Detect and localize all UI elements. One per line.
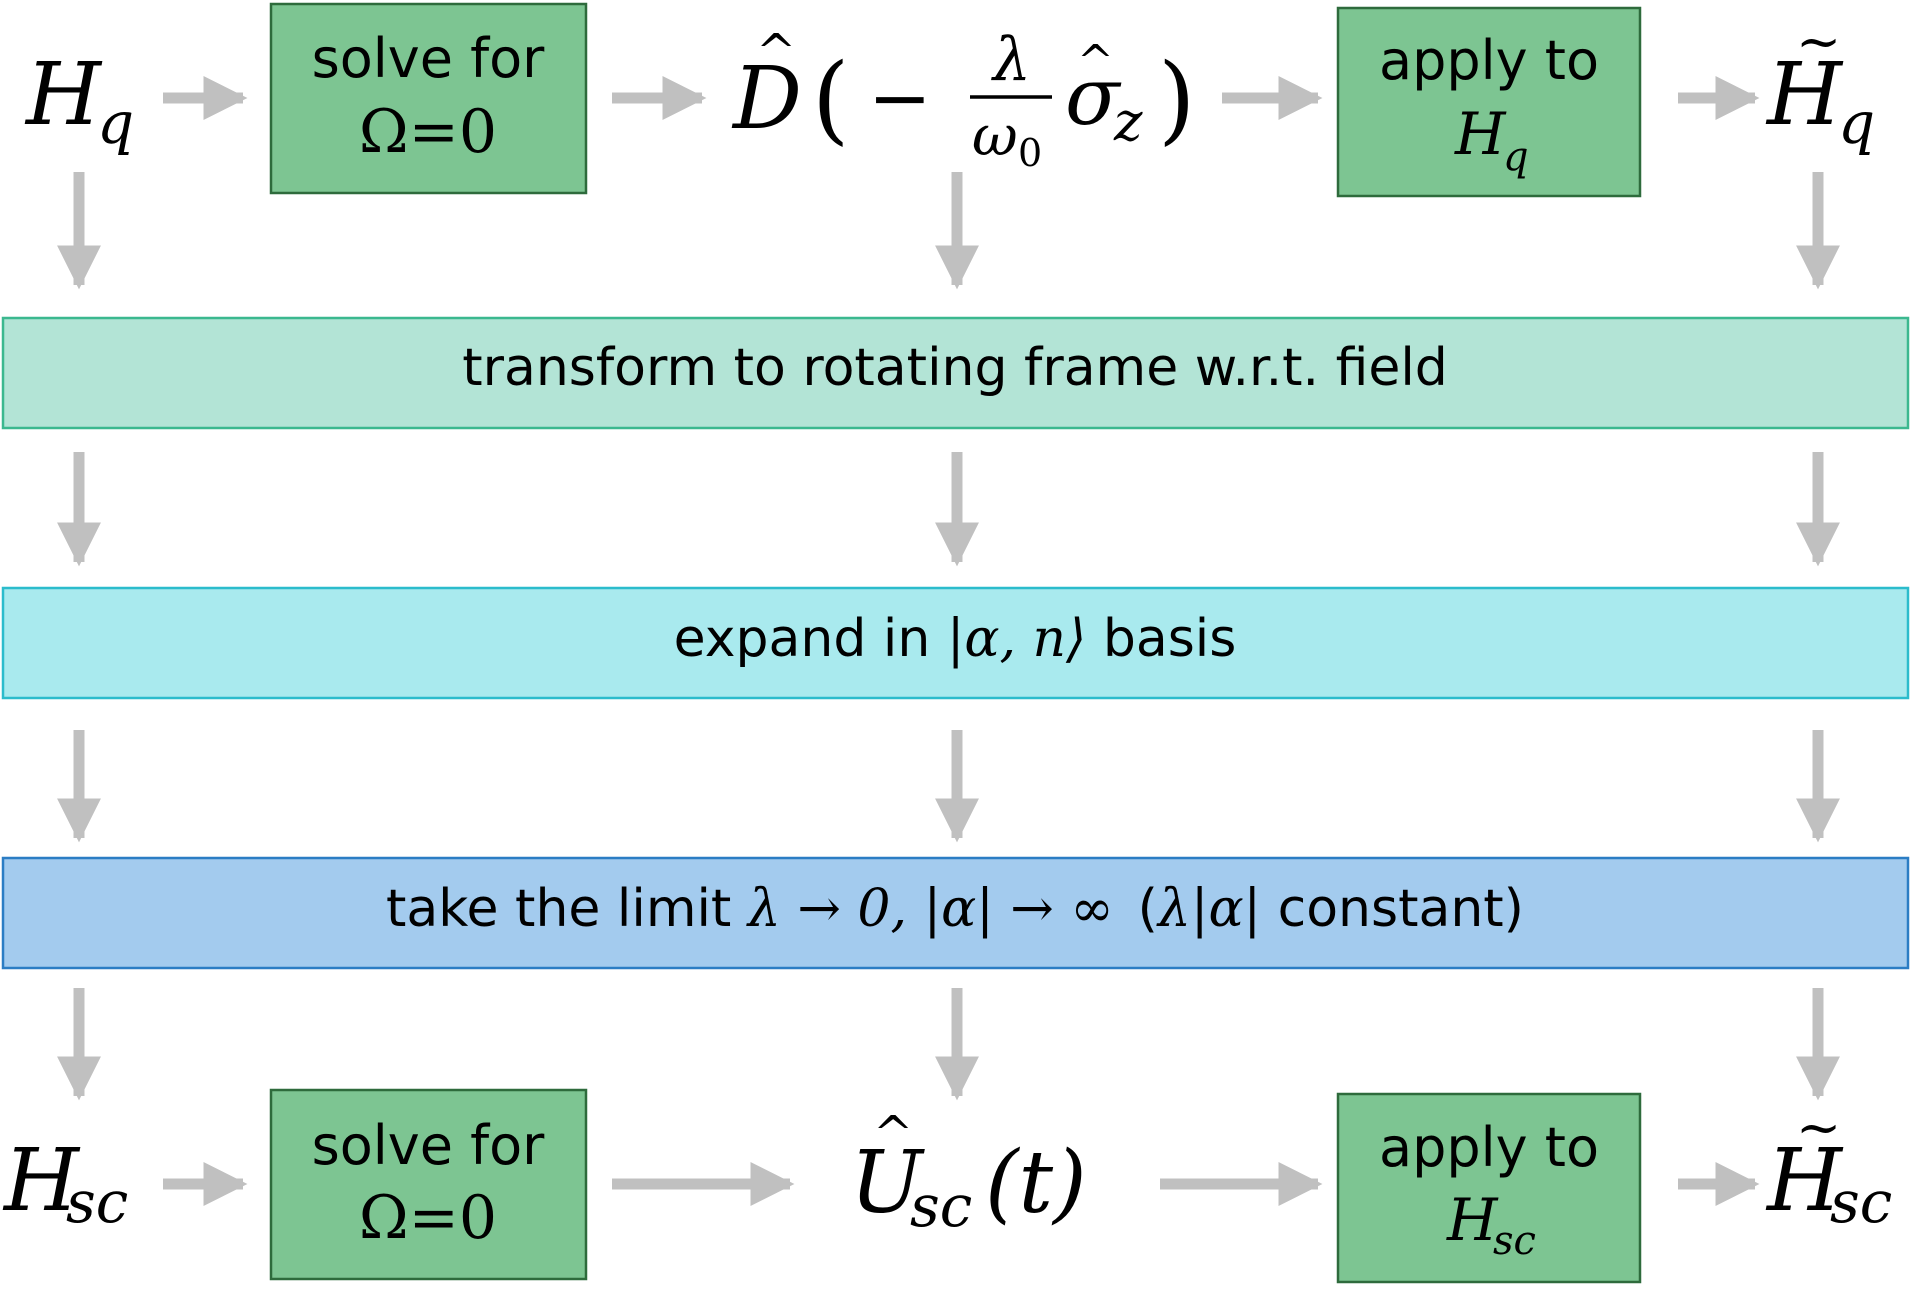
- apply-box-bottom-line2-base: H: [1446, 1186, 1499, 1254]
- solve-box-bottom: solve for Ω=0: [269, 1088, 588, 1281]
- htilde-sc-base: H: [1765, 1131, 1844, 1231]
- hsc-node: H sc: [2, 1131, 128, 1236]
- apply-box-top-line2-sub: q: [1503, 134, 1529, 180]
- displacement-op: D: [731, 49, 802, 149]
- displacement-operator: D ^ ( − λ ω 0 σ ^ z ): [731, 24, 1195, 175]
- htilde-q-base: H: [1765, 45, 1844, 145]
- band-limit-math: λ → 0, |α| → ∞: [746, 879, 1114, 939]
- band-expand-ket: |α, n⟩: [947, 609, 1086, 669]
- htilde-sc-sub: sc: [1830, 1168, 1892, 1236]
- solve-box-top-rect: [269, 2, 588, 195]
- apply-box-top-line2-base: H: [1454, 100, 1507, 168]
- apply-box-top-line1: apply to: [1379, 29, 1599, 92]
- solve-box-bottom-line2: Ω=0: [359, 1183, 497, 1253]
- displacement-den-sub: 0: [1018, 131, 1042, 175]
- band-limit-rect: [1, 856, 1910, 970]
- band-expand-text: expand in |α, n⟩ basis: [674, 609, 1237, 669]
- band-limit-paren-math: λ|α|: [1156, 879, 1261, 939]
- band-limit-paren-open: (: [1138, 879, 1158, 939]
- solve-box-top-line2: Ω=0: [359, 97, 497, 167]
- displacement-sigma: σ: [1065, 50, 1122, 143]
- hsc-base: H: [2, 1131, 81, 1231]
- band-rotating-rect: [1, 316, 1910, 430]
- hq-node: H q: [24, 45, 134, 157]
- htilde-sc-tilde: ~: [1796, 1096, 1841, 1159]
- band-limit-paren-text: constant): [1261, 879, 1524, 939]
- htilde-q-sub: q: [1838, 89, 1875, 157]
- displacement-den-base: ω: [972, 104, 1018, 169]
- band-expand-rect: [1, 586, 1910, 700]
- htilde-q-tilde: ~: [1796, 10, 1841, 73]
- htilde-sc-node: H ~ sc: [1765, 1096, 1892, 1236]
- band-rotating-text: transform to rotating frame w.r.t. field: [462, 338, 1448, 398]
- band-rotating-frame: transform to rotating frame w.r.t. field: [1, 316, 1910, 430]
- apply-box-bottom-line1: apply to: [1379, 1116, 1599, 1179]
- apply-box-top: apply to H q: [1336, 6, 1642, 198]
- unitary-operator: U ^ sc (t): [850, 1106, 1087, 1240]
- solve-box-bottom-rect: [269, 1088, 588, 1281]
- solve-box-bottom-line1: solve for: [312, 1114, 546, 1177]
- displacement-sigma-hat: ^: [1077, 36, 1114, 87]
- unitary-sub: sc: [910, 1172, 972, 1240]
- vertical-arrows: [57, 172, 1840, 1101]
- band-limit-text: take the limit λ → 0, |α| → ∞ (λ|α| const…: [386, 879, 1524, 939]
- apply-box-bottom-line2-sub: sc: [1493, 1218, 1536, 1264]
- band-limit-pre: take the limit: [386, 879, 748, 939]
- band-expand-basis: expand in |α, n⟩ basis: [1, 586, 1910, 700]
- hsc-sub: sc: [66, 1168, 128, 1236]
- displacement-num: λ: [991, 25, 1031, 95]
- displacement-rparen: ): [1158, 43, 1195, 155]
- unitary-arg: (t): [985, 1133, 1087, 1233]
- solve-box-top-line1: solve for: [312, 27, 546, 90]
- band-take-limit: take the limit λ → 0, |α| → ∞ (λ|α| const…: [1, 856, 1910, 970]
- apply-box-top-rect: [1336, 6, 1642, 198]
- apply-box-bottom: apply to H sc: [1336, 1092, 1642, 1284]
- hq-sub: q: [97, 89, 134, 157]
- displacement-minus: −: [868, 53, 932, 142]
- displacement-hat: ^: [756, 24, 796, 80]
- displacement-sigma-sub: z: [1113, 90, 1143, 153]
- apply-box-bottom-rect: [1336, 1092, 1642, 1284]
- htilde-q-node: H ~ q: [1765, 10, 1875, 157]
- displacement-lparen: (: [812, 43, 849, 155]
- hq-base: H: [24, 45, 103, 145]
- unitary-hat: ^: [873, 1106, 913, 1162]
- solve-box-top: solve for Ω=0: [269, 2, 588, 195]
- unitary-op: U: [850, 1133, 925, 1233]
- band-expand-post: basis: [1086, 609, 1236, 669]
- band-expand-pre: expand in: [674, 609, 947, 669]
